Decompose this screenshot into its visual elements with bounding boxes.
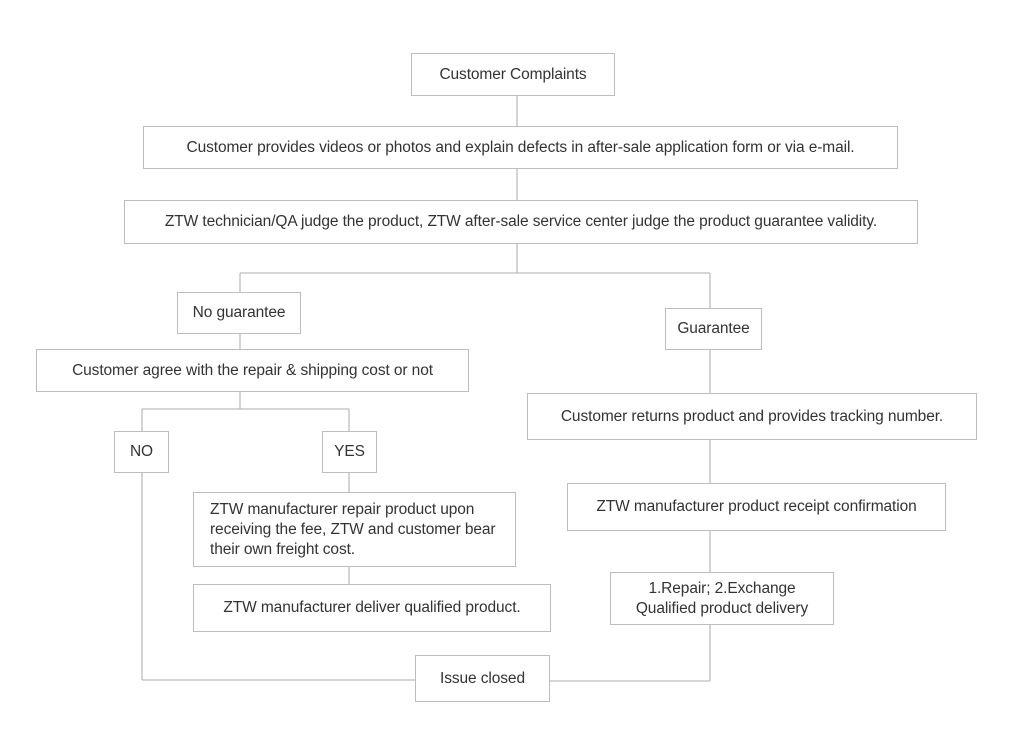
node-issue-closed: Issue closed (415, 655, 550, 702)
node-guarantee: Guarantee (665, 308, 762, 350)
node-no: NO (114, 431, 169, 473)
node-yes: YES (322, 431, 377, 473)
node-label: ZTW manufacturer deliver qualified produ… (223, 599, 521, 616)
node-label: Customer provides videos or photos and e… (186, 138, 855, 156)
node-label: Guarantee (677, 320, 750, 337)
node-label: Customer agree with the repair & shippin… (72, 361, 433, 379)
node-agree-cost: Customer agree with the repair & shippin… (36, 349, 469, 392)
node-label: ZTW manufacturer repair product upon rec… (210, 500, 496, 558)
node-returns-product: Customer returns product and provides tr… (527, 393, 977, 440)
node-label: Customer returns product and provides tr… (560, 407, 944, 425)
node-repair-fee: ZTW manufacturer repair product upon rec… (193, 492, 516, 567)
node-label: YES (334, 443, 365, 460)
node-label: NO (129, 443, 154, 460)
node-repair-exchange: 1.Repair; 2.Exchange Qualified product d… (610, 572, 834, 625)
node-no-guarantee: No guarantee (177, 292, 301, 334)
node-label: Customer Complaints (439, 65, 587, 83)
node-label: 1.Repair; 2.Exchange Qualified product d… (635, 579, 809, 617)
node-receipt-confirmation: ZTW manufacturer product receipt confirm… (567, 483, 946, 531)
node-label: Issue closed (440, 669, 525, 687)
node-label: ZTW technician/QA judge the product, ZTW… (164, 213, 878, 230)
node-provide-evidence: Customer provides videos or photos and e… (143, 126, 898, 169)
node-deliver-qualified: ZTW manufacturer deliver qualified produ… (193, 584, 551, 632)
node-label: ZTW manufacturer product receipt confirm… (596, 498, 917, 515)
node-judge-validity: ZTW technician/QA judge the product, ZTW… (124, 200, 918, 244)
node-label: No guarantee (192, 304, 286, 321)
node-customer-complaints: Customer Complaints (411, 53, 615, 96)
